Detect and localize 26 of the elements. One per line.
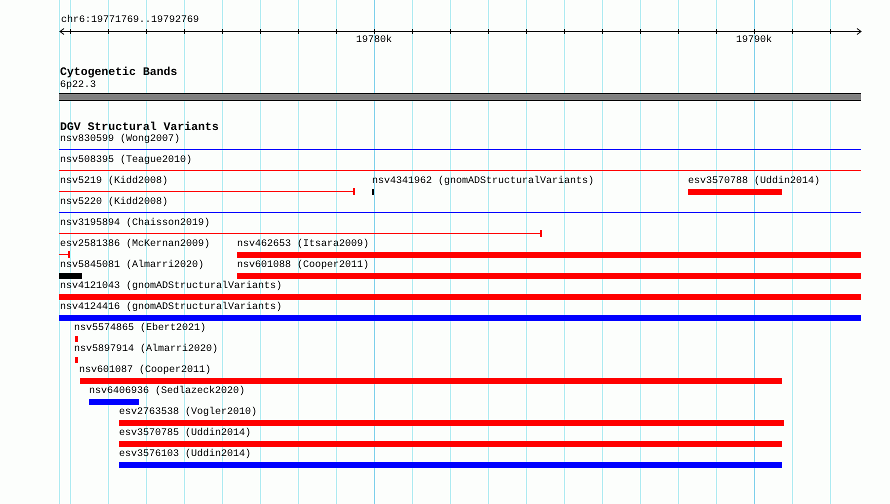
track-title: DGV Structural Variants — [60, 121, 219, 134]
variant-label: nsv5219 (Kidd2008) — [60, 176, 168, 188]
band-label: 6p22.3 — [60, 80, 96, 92]
variant-label: nsv5574865 (Ebert2021) — [74, 323, 206, 335]
variant-label: nsv3195894 (Chaisson2019) — [60, 218, 210, 230]
variant-label: nsv601087 (Cooper2011) — [79, 365, 212, 377]
variant-label: esv3576103 (Uddin2014) — [119, 449, 252, 461]
variant-label: nsv830599 (Wong2007) — [60, 134, 180, 146]
variant-label: nsv508395 (Teague2010) — [60, 155, 192, 167]
variant-label: esv2763538 (Vogler2010) — [119, 407, 258, 419]
tick-label: 19790k — [736, 35, 772, 47]
variant-label: nsv462653 (Itsara2009) — [237, 239, 370, 251]
variant-label: nsv4121043 (gnomADStructuralVariants) — [60, 281, 282, 293]
variant-label: nsv4124416 (gnomADStructuralVariants) — [60, 302, 282, 314]
variant-label: nsv5897914 (Almarri2020) — [74, 344, 218, 356]
variant-label: nsv5220 (Kidd2008) — [60, 197, 168, 209]
track-title: Cytogenetic Bands — [60, 66, 178, 80]
variant-label: esv3570785 (Uddin2014) — [119, 428, 252, 440]
variant-label: nsv6406936 (Sedlazeck2020) — [89, 386, 246, 398]
tick-label: 19780k — [356, 35, 392, 47]
variant-label: nsv5845081 (Almarri2020) — [60, 260, 204, 272]
variant-label: esv2581386 (McKernan2009) — [60, 239, 210, 251]
variant-label: nsv4341962 (gnomADStructuralVariants) — [372, 176, 594, 188]
variant-label: esv3570788 (Uddin2014) — [688, 176, 820, 188]
variant-label: nsv601088 (Cooper2011) — [237, 260, 370, 272]
coordinate-range: chr6:19771769..19792769 — [61, 15, 200, 27]
